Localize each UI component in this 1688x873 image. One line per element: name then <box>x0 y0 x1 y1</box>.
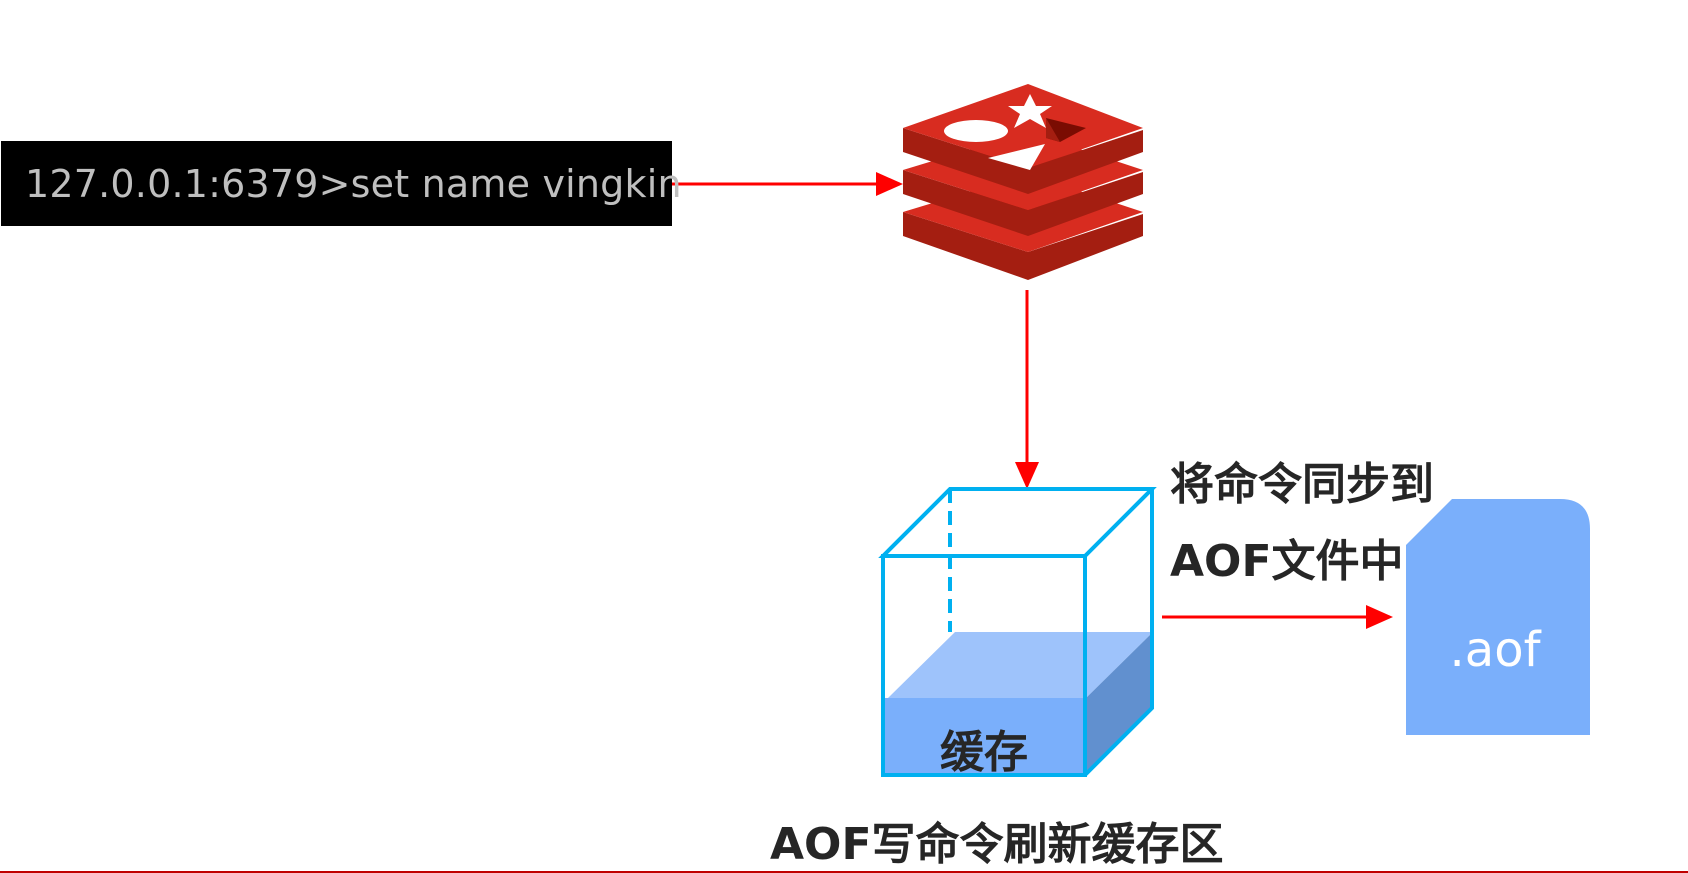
sync-label-line2: AOF文件中 <box>1170 536 1404 587</box>
file-icon <box>1406 499 1590 735</box>
sync-label-line1: 将命令同步到 <box>1170 459 1434 510</box>
terminal-command: 127.0.0.1:6379>set name vingkin <box>25 161 682 206</box>
aof-file-label: .aof <box>1449 622 1541 678</box>
bottom-rule <box>0 871 1688 873</box>
terminal-window: 127.0.0.1:6379>set name vingkin <box>1 141 682 226</box>
buffer-label: 缓存 <box>940 727 1028 778</box>
cube-buffer-icon <box>878 487 1157 777</box>
diagram-caption: AOF写命令刷新缓存区 <box>770 819 1224 870</box>
redis-logo-icon <box>903 84 1143 280</box>
